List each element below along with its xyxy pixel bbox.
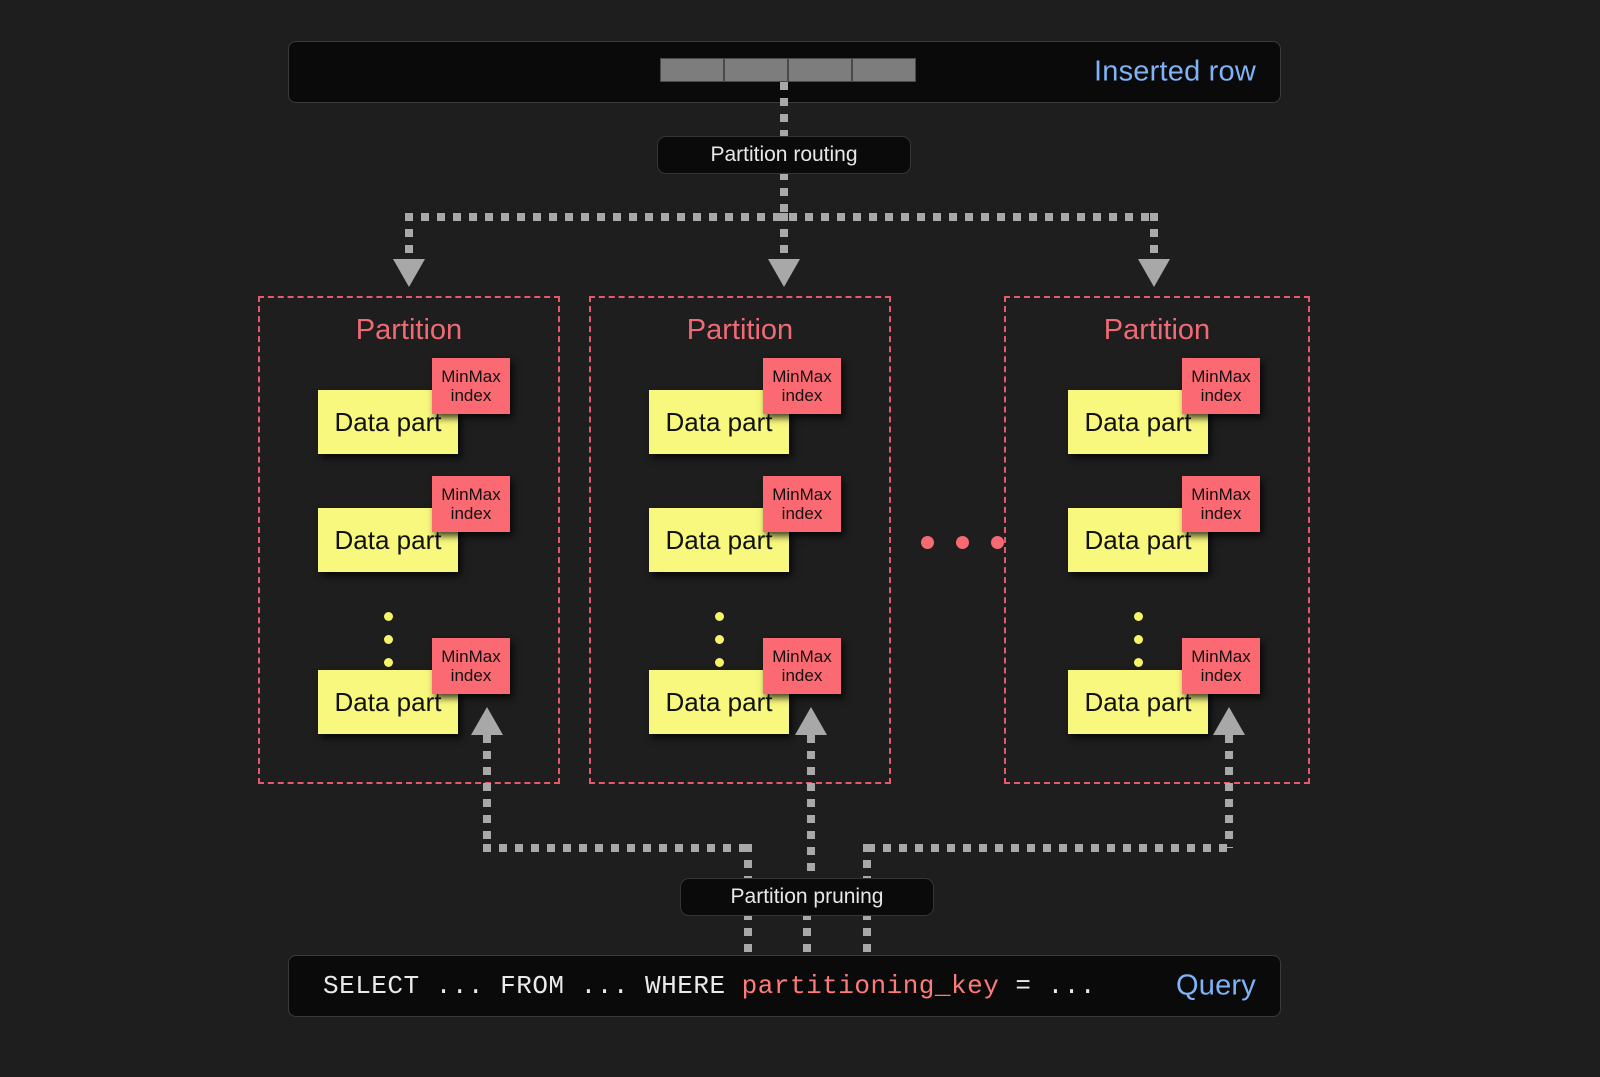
partition-pruning-label: Partition pruning <box>680 878 934 916</box>
connector-prune-bus-left <box>483 844 748 852</box>
connector-prune-partition-3 <box>1225 735 1233 848</box>
ellipsis-dot <box>956 536 969 549</box>
connector-routing-trunk <box>780 172 788 218</box>
ellipsis-dot <box>1134 612 1143 621</box>
data-part-ellipsis <box>1134 612 1143 667</box>
query-bar: SELECT ... FROM ... WHERE partitioning_k… <box>288 955 1281 1017</box>
query-prefix: SELECT ... FROM ... WHERE <box>323 971 742 1001</box>
ellipsis-dot <box>384 658 393 667</box>
connector-insert-to-routing <box>780 82 788 140</box>
row-cell <box>852 58 916 82</box>
row-cell <box>788 58 852 82</box>
data-part-ellipsis <box>384 612 393 667</box>
connector-pruning-to-query-2 <box>803 912 811 956</box>
arrow-up-partition-3 <box>1213 707 1245 735</box>
query-suffix: = ... <box>999 971 1096 1001</box>
arrow-down-partition-2 <box>768 259 800 287</box>
ellipsis-dot <box>715 658 724 667</box>
ellipsis-dot <box>384 612 393 621</box>
connector-drop-partition-2 <box>780 213 788 263</box>
partition-title: Partition <box>686 314 794 346</box>
arrow-up-partition-2 <box>795 707 827 735</box>
data-part-ellipsis <box>715 612 724 667</box>
connector-prune-left-drop <box>744 844 752 882</box>
connector-prune-bus-right <box>867 844 1233 852</box>
arrow-up-partition-1 <box>471 707 503 735</box>
partitions-ellipsis <box>921 536 1004 549</box>
ellipsis-dot <box>921 536 934 549</box>
partition-title: Partition <box>355 314 463 346</box>
connector-drop-partition-1 <box>405 213 413 263</box>
ellipsis-dot <box>1134 635 1143 644</box>
row-cell <box>724 58 788 82</box>
inserted-row-cells <box>660 58 916 82</box>
connector-pruning-to-query-3 <box>863 912 871 956</box>
arrow-down-partition-3 <box>1138 259 1170 287</box>
connector-drop-partition-3 <box>1150 213 1158 263</box>
query-label: Query <box>1176 969 1256 1002</box>
query-keyword: partitioning_key <box>741 971 1000 1001</box>
connector-prune-right-drop <box>863 844 871 882</box>
row-cell <box>660 58 724 82</box>
ellipsis-dot <box>991 536 1004 549</box>
partition-title: Partition <box>1103 314 1211 346</box>
inserted-row-label: Inserted row <box>1094 55 1256 88</box>
partition-routing-label: Partition routing <box>657 136 911 174</box>
connector-pruning-to-query-1 <box>744 912 752 956</box>
arrow-down-partition-1 <box>393 259 425 287</box>
ellipsis-dot <box>715 635 724 644</box>
ellipsis-dot <box>715 612 724 621</box>
ellipsis-dot <box>1134 658 1143 667</box>
ellipsis-dot <box>384 635 393 644</box>
connector-prune-partition-2 <box>807 735 815 878</box>
connector-prune-partition-1 <box>483 735 491 848</box>
query-sql-text: SELECT ... FROM ... WHERE partitioning_k… <box>323 971 1096 1001</box>
inserted-row-bar: Inserted row <box>288 41 1281 103</box>
data-part-box: Data part <box>649 390 789 454</box>
